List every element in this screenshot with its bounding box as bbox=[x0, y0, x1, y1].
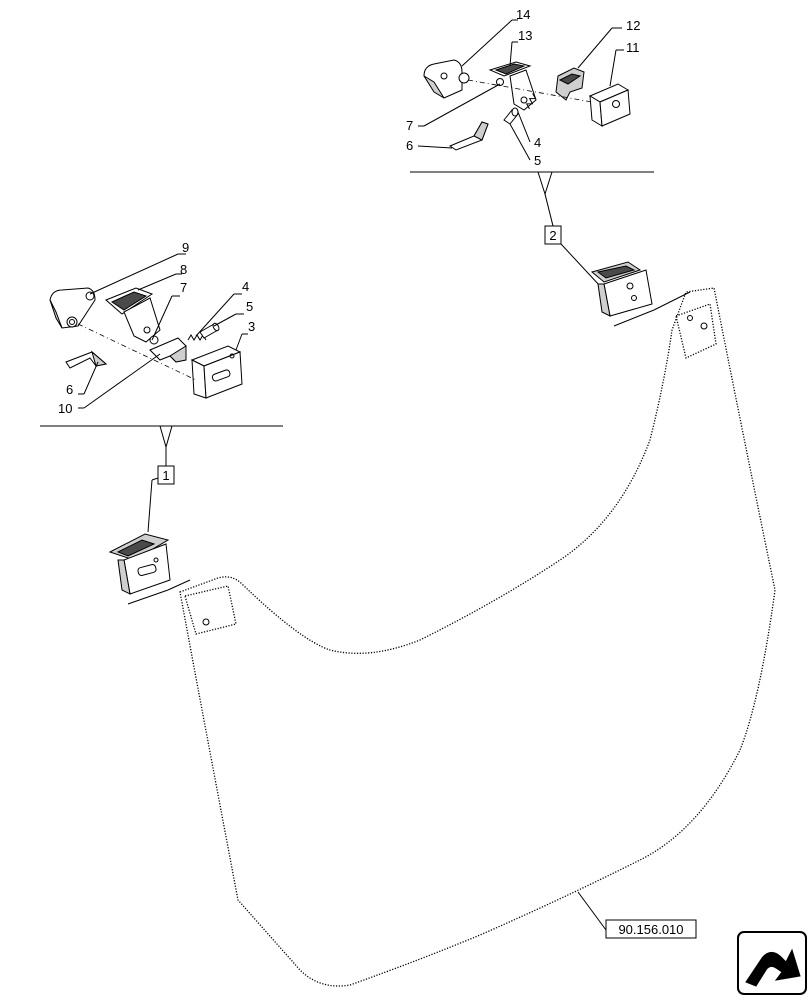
nav-arrow-button[interactable] bbox=[737, 931, 807, 995]
part-9-cover bbox=[49, 287, 96, 329]
callout-11: 11 bbox=[626, 40, 640, 55]
part-4-spring-upper bbox=[525, 93, 537, 110]
callout-7-lower: 7 bbox=[180, 280, 187, 295]
part-10-latch bbox=[149, 337, 187, 363]
callout-6-lower: 6 bbox=[66, 382, 73, 397]
callout-14: 14 bbox=[516, 7, 530, 22]
callout-6-upper: 6 bbox=[406, 138, 413, 153]
reference-link[interactable]: 90.156.010 bbox=[577, 891, 697, 939]
installed-lower-handle bbox=[108, 533, 171, 595]
upper-hinge-bolt bbox=[700, 322, 708, 330]
part-7-washer bbox=[149, 335, 159, 345]
part-14-cover bbox=[423, 59, 470, 99]
callout-12: 12 bbox=[626, 18, 640, 33]
callout-7-upper: 7 bbox=[406, 118, 413, 133]
callout-2: 2 bbox=[549, 228, 556, 243]
callout-5-lower: 5 bbox=[246, 299, 253, 314]
lower-hinge-plate bbox=[184, 585, 237, 635]
reference-number: 90.156.010 bbox=[618, 922, 683, 937]
callout-10: 10 bbox=[58, 401, 72, 416]
installed-upper-handle bbox=[590, 261, 653, 317]
callout-9: 9 bbox=[182, 240, 189, 255]
callout-5-upper: 5 bbox=[534, 153, 541, 168]
part-13-lever bbox=[488, 61, 537, 111]
door-glass-panel bbox=[179, 287, 776, 987]
part-6-key-upper bbox=[448, 121, 489, 151]
arrow-bent-icon bbox=[745, 948, 801, 987]
lower-hinge-bolt bbox=[202, 618, 210, 626]
reference-box[interactable] bbox=[605, 919, 697, 939]
part-11-housing bbox=[588, 83, 631, 127]
assembly-2: 2 bbox=[406, 7, 691, 327]
part-5-pin-upper bbox=[503, 107, 519, 125]
part-8-lever bbox=[105, 287, 161, 343]
callout-13: 13 bbox=[518, 28, 532, 43]
assembly-1: 1 bbox=[40, 240, 283, 605]
part-5-pin bbox=[199, 322, 220, 339]
callout-4-lower: 4 bbox=[242, 279, 249, 294]
callout-4-upper: 4 bbox=[534, 135, 541, 150]
callout-box-2 bbox=[544, 225, 562, 245]
callout-8: 8 bbox=[180, 262, 187, 277]
part-3-housing bbox=[190, 345, 243, 399]
part-6-key bbox=[65, 350, 108, 369]
callout-box-1 bbox=[157, 465, 175, 485]
callout-3: 3 bbox=[248, 319, 255, 334]
callout-1: 1 bbox=[162, 468, 169, 483]
part-12-latch bbox=[555, 67, 585, 101]
upper-hinge-plate bbox=[675, 303, 717, 359]
